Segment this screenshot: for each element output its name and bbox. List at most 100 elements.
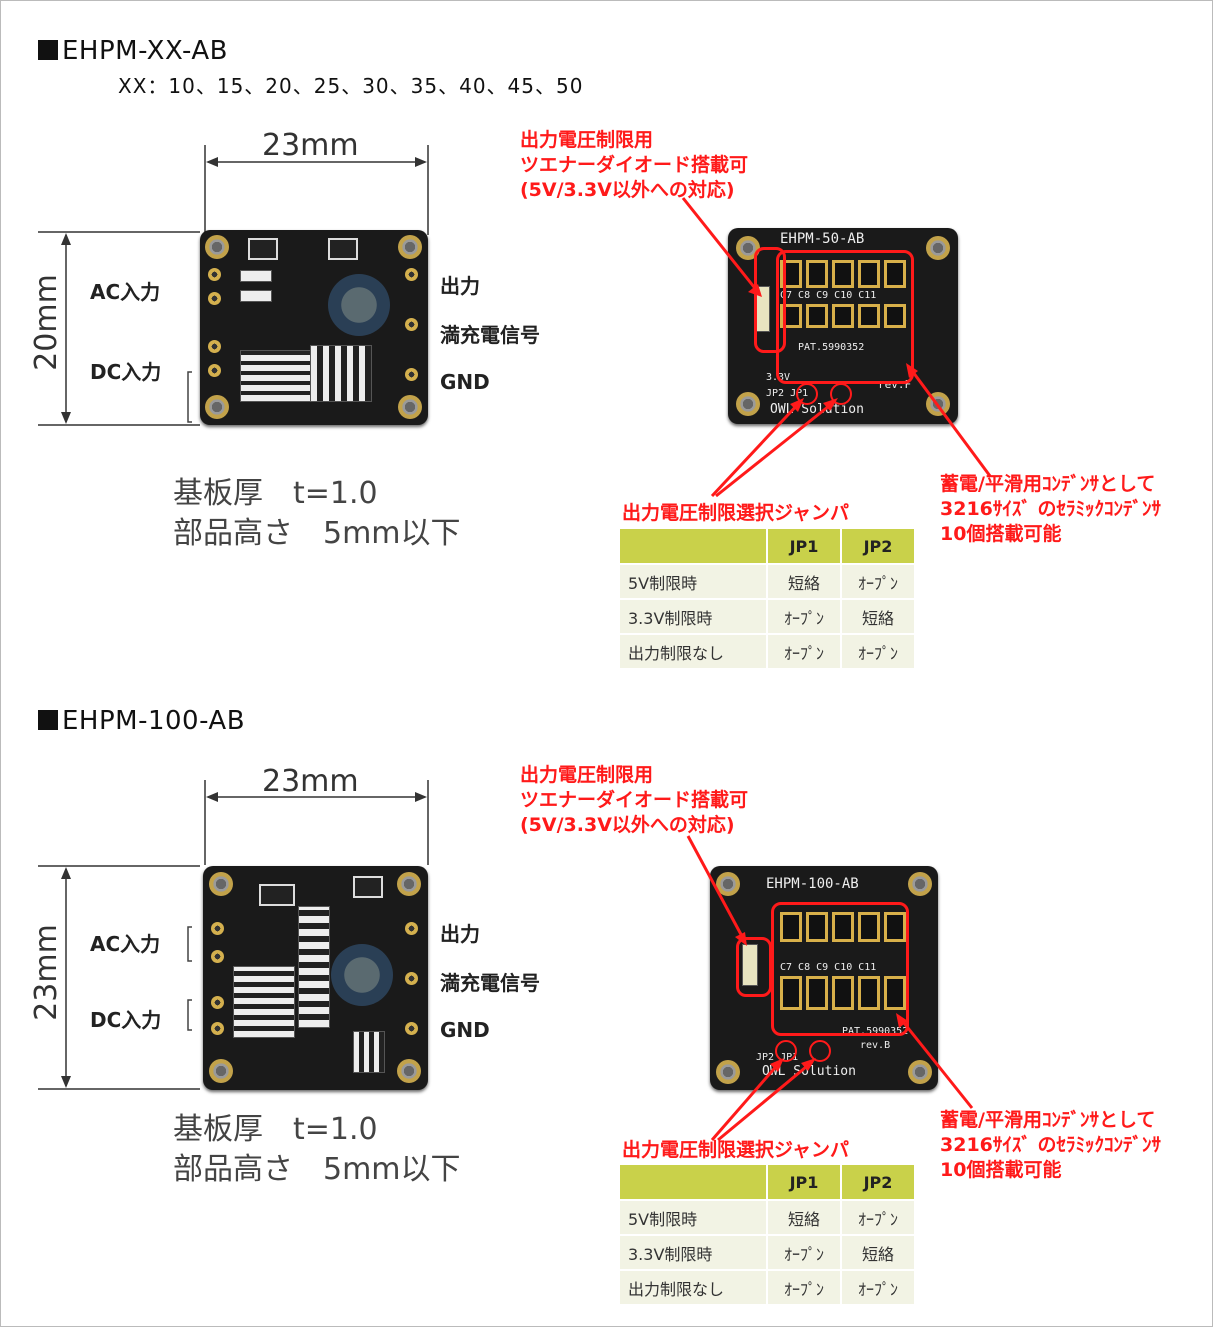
capacitor-pad bbox=[884, 304, 906, 328]
note-line: ツエナーダイオード搭載可 bbox=[520, 789, 749, 811]
table-header-row: JP1 JP2 bbox=[620, 1165, 914, 1199]
table-cell: 3.3V制限時 bbox=[620, 1236, 766, 1269]
table-cell: 出力制限なし bbox=[620, 1271, 766, 1304]
mount-hole-icon bbox=[398, 395, 422, 419]
table-cell: 短絡 bbox=[842, 1236, 914, 1269]
jumper-title: 出力電圧制限選択ジャンパ bbox=[622, 1139, 850, 1161]
output-label: 出力 bbox=[440, 922, 480, 946]
jp1-highlight bbox=[809, 1040, 831, 1062]
capacitor-pad bbox=[806, 912, 828, 942]
table-header: JP1 bbox=[768, 1165, 840, 1199]
board-thickness: 基板厚 t=1.0 bbox=[173, 1112, 378, 1147]
pin-pad-icon bbox=[405, 972, 418, 985]
pin-pad-icon bbox=[208, 340, 221, 353]
pin-pad-icon bbox=[211, 922, 224, 935]
spec-text: 基板厚 t=1.0 部品高さ 5mm以下 bbox=[173, 474, 461, 554]
width-dimension: 23mm bbox=[262, 764, 359, 799]
mount-hole-icon bbox=[716, 872, 740, 896]
jp2-highlight bbox=[796, 383, 818, 405]
smd-array bbox=[310, 345, 372, 402]
smd-component bbox=[240, 270, 272, 282]
table-row: 3.3V制限時 ｵｰﾌﾟﾝ 短絡 bbox=[620, 1236, 914, 1269]
dimension-lines bbox=[38, 145, 429, 426]
smd-array bbox=[233, 966, 295, 1038]
capacitor-pad bbox=[858, 304, 880, 328]
capacitor-pad bbox=[780, 912, 802, 942]
table-cell: ｵｰﾌﾟﾝ bbox=[768, 600, 840, 633]
pin-pad-icon bbox=[211, 950, 224, 963]
pin-pad-icon bbox=[405, 1022, 418, 1035]
table-cell: ｵｰﾌﾟﾝ bbox=[842, 1271, 914, 1304]
ac-input-label: AC入力 bbox=[90, 280, 161, 304]
capacitor-pad bbox=[832, 260, 854, 288]
mount-hole-icon bbox=[926, 236, 950, 260]
capacitor-pad bbox=[806, 976, 828, 1010]
annotation-arrows bbox=[686, 835, 974, 1142]
smd-array bbox=[353, 1031, 385, 1073]
mount-hole-icon bbox=[397, 1059, 421, 1083]
table-header bbox=[620, 529, 766, 563]
zener-note: 出力電圧制限用 ツエナーダイオード搭載可 (5V/3.3V以外への対応) bbox=[520, 128, 748, 203]
mount-hole-icon bbox=[209, 1059, 233, 1083]
jumper-title: 出力電圧制限選択ジャンパ bbox=[622, 502, 850, 524]
component-height: 部品高さ 5mm以下 bbox=[173, 1152, 461, 1187]
heading-text: EHPM-100-AB bbox=[62, 706, 246, 736]
pin-pad-icon bbox=[211, 1022, 224, 1035]
annotation-arrows bbox=[681, 197, 992, 498]
zener-footprint bbox=[742, 944, 758, 986]
smd-array bbox=[240, 350, 312, 402]
mount-hole-icon bbox=[209, 872, 233, 896]
capacitor-pad bbox=[832, 304, 854, 328]
note-line: 3216ｻｲｽﾞ のｾﾗﾐｯｸｺﾝﾃﾞﾝｻ bbox=[940, 1134, 1161, 1156]
silk-caps: C7 C8 C9 C10 C11 bbox=[780, 962, 877, 973]
capacitor-highlight bbox=[771, 902, 909, 1036]
ic-chip-icon bbox=[248, 238, 278, 260]
capacitor-note: 蓄電/平滑用ｺﾝﾃﾞﾝｻとして 3216ｻｲｽﾞ のｾﾗﾐｯｸｺﾝﾃﾞﾝｻ 10… bbox=[940, 472, 1161, 547]
width-dimension: 23mm bbox=[262, 128, 359, 163]
silk-title: EHPM-50-AB bbox=[780, 231, 865, 247]
capacitor-note: 蓄電/平滑用ｺﾝﾃﾞﾝｻとして 3216ｻｲｽﾞ のｾﾗﾐｯｸｺﾝﾃﾞﾝｻ 10… bbox=[940, 1108, 1161, 1183]
spec-text: 基板厚 t=1.0 部品高さ 5mm以下 bbox=[173, 1110, 461, 1190]
capacitor-pad bbox=[806, 304, 828, 328]
capacitor-pad bbox=[832, 976, 854, 1010]
note-line: 3216ｻｲｽﾞ のｾﾗﾐｯｸｺﾝﾃﾞﾝｻ bbox=[940, 498, 1161, 520]
ic-chip-icon bbox=[328, 238, 358, 260]
mount-hole-icon bbox=[736, 392, 760, 416]
dc-input-label: DC入力 bbox=[90, 1008, 162, 1032]
section-heading: EHPM-100-AB bbox=[38, 706, 245, 736]
capacitor-pad bbox=[858, 976, 880, 1010]
full-charge-label: 満充電信号 bbox=[440, 323, 540, 347]
ic-chip-icon bbox=[259, 884, 295, 906]
table-cell: ｵｰﾌﾟﾝ bbox=[842, 565, 914, 598]
table-cell: 短絡 bbox=[768, 1201, 840, 1234]
output-label: 出力 bbox=[440, 274, 480, 298]
silk-caps: C7 C8 C9 C10 C11 bbox=[780, 290, 877, 301]
pin-pad-icon bbox=[208, 364, 221, 377]
board-thickness: 基板厚 t=1.0 bbox=[173, 476, 378, 511]
note-line: 蓄電/平滑用ｺﾝﾃﾞﾝｻとして bbox=[940, 473, 1156, 495]
table-cell: ｵｰﾌﾟﾝ bbox=[768, 635, 840, 668]
note-line: (5V/3.3V以外への対応) bbox=[520, 814, 735, 836]
table-cell: ｵｰﾌﾟﾝ bbox=[842, 1201, 914, 1234]
table-header-row: JP1 JP2 bbox=[620, 529, 914, 563]
mount-hole-icon bbox=[205, 395, 229, 419]
note-line: (5V/3.3V以外への対応) bbox=[520, 179, 735, 201]
pcb-back-image: EHPM-50-AB C7 C8 C9 C10 C11 PAT.5990352 … bbox=[728, 228, 958, 424]
inductor-icon bbox=[328, 274, 390, 336]
dimension-lines bbox=[38, 780, 429, 1090]
pcb-front-image bbox=[203, 866, 428, 1090]
capacitor-pad bbox=[884, 976, 906, 1010]
note-line: ツエナーダイオード搭載可 bbox=[520, 154, 749, 176]
bullet-square-icon bbox=[38, 710, 58, 730]
smd-component bbox=[240, 290, 272, 302]
table-row: 3.3V制限時 ｵｰﾌﾟﾝ 短絡 bbox=[620, 600, 914, 633]
capacitor-pad bbox=[780, 976, 802, 1010]
inductor-icon bbox=[331, 944, 393, 1006]
pin-pad-icon bbox=[208, 292, 221, 305]
ac-input-label: AC入力 bbox=[90, 932, 161, 956]
pin-pad-icon bbox=[211, 996, 224, 1009]
section-heading: EHPM-XX-AB bbox=[38, 36, 228, 66]
jumper-table: JP1 JP2 5V制限時 短絡 ｵｰﾌﾟﾝ 3.3V制限時 ｵｰﾌﾟﾝ 短絡 … bbox=[618, 1163, 916, 1306]
gnd-label: GND bbox=[440, 370, 490, 394]
mount-hole-icon bbox=[908, 872, 932, 896]
